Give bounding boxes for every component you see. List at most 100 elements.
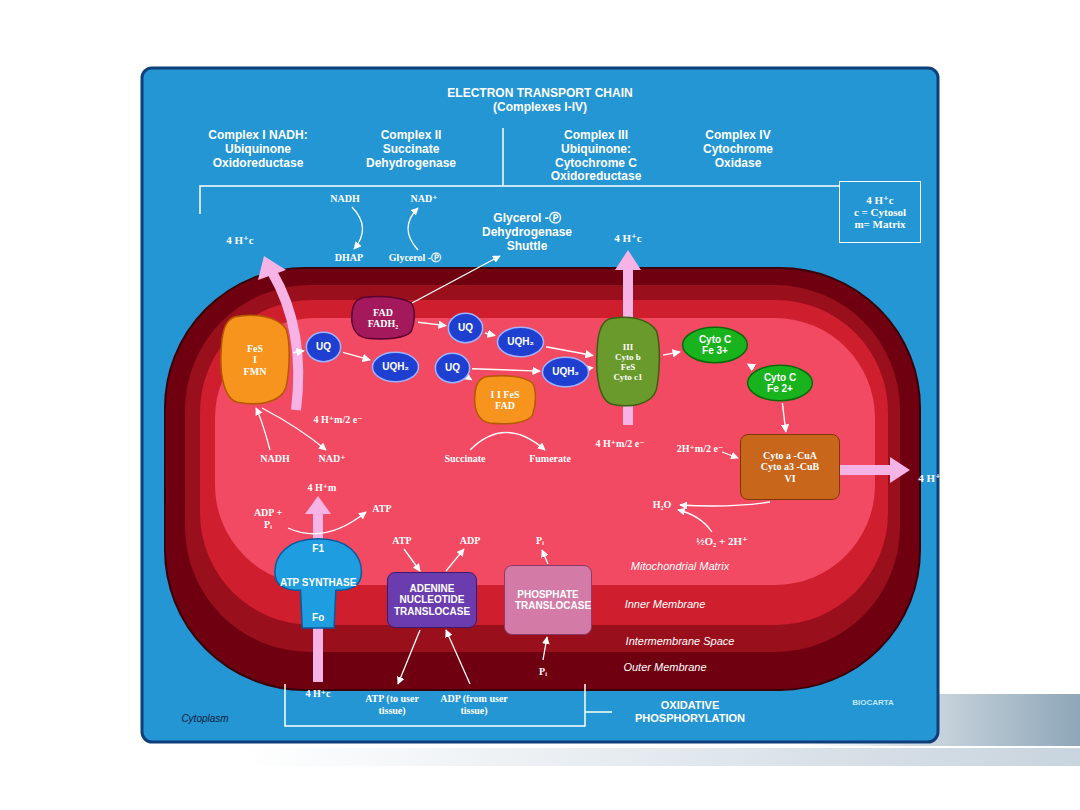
- phosphate-translocase: PHOSPHATE TRANSLOCASE: [504, 565, 592, 635]
- electron-connector: [747, 363, 748, 364]
- node-text: FAD: [373, 307, 393, 318]
- node-text: F1: [312, 543, 324, 554]
- node-shape: [352, 297, 415, 339]
- text-label: ADP: [460, 535, 481, 547]
- node-text: FeS: [247, 343, 263, 354]
- transport-arrow: [446, 549, 464, 571]
- text-label: Glycerol -Ⓟ: [389, 252, 441, 264]
- node-shape: [221, 315, 289, 404]
- text-label: 4 H⁺m/2 e⁻: [596, 438, 645, 450]
- node-text: UQH₂: [552, 366, 579, 377]
- text-label: 4 H⁺c: [306, 688, 331, 700]
- complex-iii: IIICyto bFeSCyto c1: [595, 316, 661, 408]
- node-text: FMN: [244, 366, 267, 377]
- node-text: FeS: [621, 362, 636, 372]
- node-text: VI: [784, 473, 795, 484]
- text-label: Outer Membrane: [623, 661, 706, 674]
- text-label: ADP + Pᵢ: [251, 507, 285, 530]
- text-label: 4 H⁺c: [918, 472, 946, 485]
- text-label: ½O₂ + 2H⁺: [696, 535, 748, 548]
- reaction-arrow: [256, 408, 270, 450]
- ubiquinol: UQH₂: [372, 352, 419, 382]
- text-label: OXIDATIVE PHOSPHORYLATION: [615, 699, 765, 724]
- text-label: Pᵢ: [539, 666, 547, 678]
- ubiquinone: UQ: [435, 353, 470, 383]
- node-text: FADH₂: [368, 318, 399, 329]
- proton-arrows: [258, 250, 910, 682]
- transport-arrow: [542, 550, 548, 564]
- node-text: ADENINE NUCLEOTIDE TRANSLOCASE: [393, 583, 471, 617]
- proton-arrowhead: [615, 250, 641, 270]
- electron-connector: [343, 352, 370, 360]
- ubiquinol: UQH₂: [542, 357, 589, 387]
- node-text: 4 H⁺c: [866, 194, 894, 206]
- electron-connector: [472, 369, 540, 371]
- node-shape: [475, 376, 536, 424]
- proton-arrowhead: [305, 496, 331, 514]
- node-text: Cyto a3 -CuB: [761, 461, 819, 472]
- key-box: 4 H⁺cc = Cytosol m= Matrix: [839, 181, 921, 243]
- node-text: FAD: [495, 400, 515, 411]
- node-text: Cyto C Fe 2+: [758, 372, 802, 394]
- node-text: PHOSPHATE TRANSLOCASE: [515, 589, 581, 611]
- brackets: [200, 128, 840, 726]
- text-label: Complex III Ubiquinone: Cytochrome C Oxi…: [531, 129, 661, 184]
- electron-connector: [591, 367, 593, 369]
- node-shape: [597, 317, 660, 406]
- reaction-arrow: [408, 208, 418, 250]
- proton-arrowhead: [890, 457, 910, 483]
- complex-ii: I I FeSFAD: [473, 375, 537, 425]
- node-shape: [748, 365, 813, 400]
- complex-i: FeSIFMN: [219, 314, 291, 406]
- text-label: NADH: [330, 193, 359, 205]
- node-shape: [683, 327, 748, 362]
- text-label: Complex I NADH: Ubiquinone Oxidoreductas…: [193, 129, 323, 170]
- text-label: H₂O: [653, 499, 672, 511]
- bracket-line: [585, 711, 612, 713]
- transport-arrow: [446, 630, 470, 684]
- text-label: Succinate: [444, 453, 485, 465]
- node-text: Cyto b: [615, 352, 641, 362]
- text-label: NAD⁺: [411, 193, 438, 205]
- matrix: [215, 318, 875, 585]
- node-text: I: [253, 354, 257, 365]
- reaction-arrow: [722, 452, 738, 458]
- node-shape: [306, 332, 340, 361]
- fad-enzyme: FADFADH₂: [350, 296, 416, 340]
- text-label: BIOCARTA: [852, 698, 894, 707]
- node-text: UQH₂: [507, 336, 534, 347]
- reaction-arrow: [678, 510, 712, 532]
- text-label: NAD⁺: [319, 453, 346, 465]
- reaction-arrow: [288, 512, 366, 534]
- node-text: UQH₂: [382, 361, 409, 372]
- node-shape: [435, 353, 469, 382]
- ubiquinone: UQ: [306, 332, 341, 362]
- text-label: Mitochondrial Matrix: [631, 560, 729, 573]
- transport-arrow: [404, 549, 420, 571]
- nucleotide-translocase: ADENINE NUCLEOTIDE TRANSLOCASE: [387, 572, 477, 628]
- node-text: Cyto a -CuA: [763, 450, 817, 461]
- text-label: ATP (to user tissue): [362, 693, 422, 716]
- text-label: 4 H⁺m/2 e⁻: [314, 414, 363, 426]
- text-label: Complex II Succinate Dehydrogenase: [351, 129, 471, 170]
- diagram-title: ELECTRON TRANSPORT CHAIN (Complexes I-IV…: [440, 87, 640, 115]
- text-label: ATP: [392, 535, 411, 547]
- node-text: ATP SYNTHASE: [280, 577, 356, 588]
- text-label: ADP (from user tissue): [438, 693, 510, 716]
- text-label: 4 H⁺c: [226, 234, 254, 247]
- text-label: ATP: [372, 503, 391, 515]
- ubiquinol: UQH₂: [497, 327, 544, 357]
- text-label: Pᵢ: [536, 535, 544, 547]
- electron-connector: [546, 347, 593, 356]
- text-label: NADH: [260, 453, 289, 465]
- node-text: UQ: [316, 341, 331, 352]
- text-label: Intermembrane Space: [626, 635, 735, 648]
- node-text: UQ: [458, 322, 473, 333]
- node-text: Fo: [312, 612, 324, 623]
- proton-arrow: [838, 465, 892, 475]
- node-shape: [448, 313, 482, 342]
- text-label: Fumerate: [529, 453, 571, 465]
- atp-synthase: F1ATP SYNTHASE Fo: [274, 537, 362, 629]
- electron-connector: [663, 352, 680, 355]
